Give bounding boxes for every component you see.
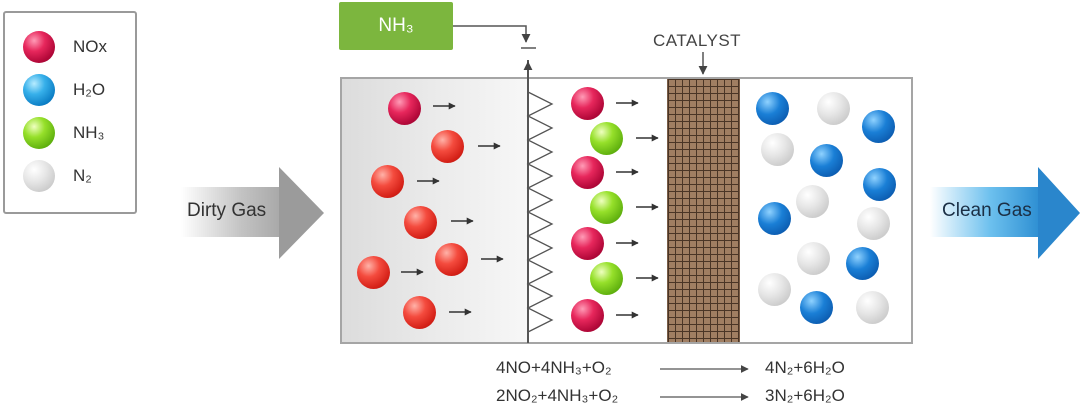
legend-item-n2: N₂ [23,158,92,194]
nh3-injector-label: NH₃ [378,15,414,36]
equation-2-lhs: 2NO₂+4NH₃+O₂ [496,386,619,405]
clean-gas-arrow: Clean Gas [930,167,1080,259]
nox-molecule-icon [23,31,55,63]
legend-label-nox: NOx [73,37,107,56]
legend: NOx H₂O NH₃ N₂ [3,11,137,214]
legend-item-nh3: NH₃ [23,115,104,151]
h2o-molecule [810,144,843,177]
n2-molecule [817,92,850,125]
nh3-molecule [590,122,623,155]
n2-molecule [758,273,791,306]
n2-molecule [796,185,829,218]
nh3-molecule [590,191,623,224]
equation-1-lhs: 4NO+4NH₃+O₂ [496,358,612,377]
legend-label-nh3: NH₃ [73,123,105,142]
n2-molecule [857,207,890,240]
n2-molecule [797,242,830,275]
h2o-molecule [863,168,896,201]
legend-label-n2: N₂ [73,166,92,185]
nox-molecule [404,206,437,239]
h2o-molecule [758,202,791,235]
nox-molecule [371,165,404,198]
equation-2-rhs: 3N₂+6H₂O [765,386,845,405]
nh3-molecule-icon [23,117,55,149]
dirty-gas-arrow: Dirty Gas [181,167,326,259]
h2o-molecule [846,247,879,280]
catalyst-label: CATALYST [653,31,742,50]
h2o-molecule [800,291,833,324]
legend-label-h2o: H₂O [73,80,106,99]
nox-molecule [435,243,468,276]
nox-molecule [431,130,464,163]
equation-1-rhs: 4N₂+6H₂O [765,358,845,377]
nox-molecule [571,87,604,120]
n2-molecule [856,291,889,324]
nh3-injector-box: NH₃ [339,2,453,50]
catalyst-bed [667,79,740,342]
nh3-molecule [590,262,623,295]
dirty-gas-zone [342,79,528,342]
nox-molecule [571,227,604,260]
nox-molecule [388,92,421,125]
nox-molecule [357,256,390,289]
clean-gas-arrow-head [1038,167,1080,259]
n2-molecule [761,133,794,166]
clean-gas-label: Clean Gas [942,200,1032,221]
dirty-gas-arrow-body [181,187,281,237]
nox-molecule [571,156,604,189]
nox-molecule [571,299,604,332]
n2-molecule-icon [23,160,55,192]
h2o-molecule [756,92,789,125]
legend-item-h2o: H₂O [23,72,105,108]
injector-line [527,60,529,343]
clean-gas-arrow-body [930,187,1040,237]
nox-molecule [403,296,436,329]
h2o-molecule-icon [23,74,55,106]
legend-item-nox: NOx [23,29,107,65]
nh3-feed-line [453,25,531,43]
dirty-gas-arrow-head [279,167,324,259]
dirty-gas-label: Dirty Gas [187,200,267,221]
h2o-molecule [862,110,895,143]
